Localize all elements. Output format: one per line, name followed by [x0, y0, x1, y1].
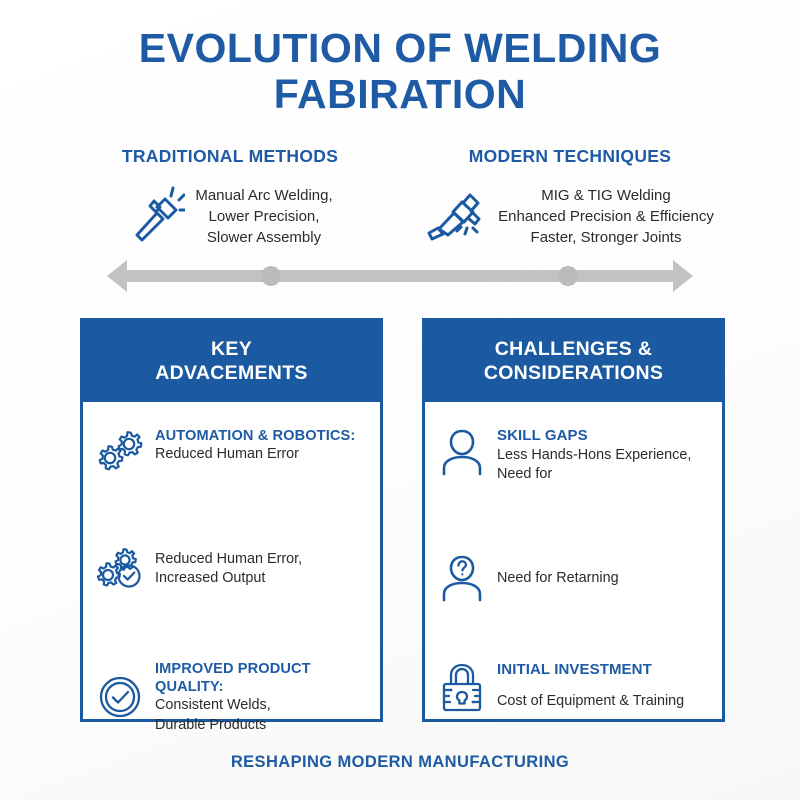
person-question-icon: [437, 554, 487, 602]
panel-right-header-line-2: CONSIDERATIONS: [483, 362, 664, 385]
panel-left-header-line-1: KEY: [211, 338, 252, 360]
list-item-description: Consistent Welds, Durable Products: [155, 697, 271, 733]
timeline-arrow: [105, 258, 695, 294]
list-item-text: AUTOMATION & ROBOTICS: Reduced Human Err…: [155, 426, 368, 465]
list-item: Reduced Human Error, Increased Output: [95, 547, 368, 591]
modern-line-1: MIG & TIG Welding: [541, 186, 671, 204]
list-item-description: Need for Retarning: [497, 570, 619, 587]
panel-right-header: CHALLENGES & CONSIDERATIONS: [425, 321, 722, 402]
panel-left-header: KEY ADVACEMENTS: [83, 321, 380, 402]
modern-line-2: Enhanced Precision & Efficiency: [498, 207, 714, 225]
list-item-description: Reduced Human Error: [155, 445, 299, 462]
traditional-body: Manual Arc Welding, Lower Precision, Slo…: [127, 183, 333, 250]
traditional-line-1: Manual Arc Welding,: [195, 186, 333, 204]
list-item-text: IMPROVED PRODUCT QUALITY: Consistent Wel…: [155, 659, 368, 735]
double-headed-arrow-icon: [107, 260, 693, 292]
panel-challenges-considerations: CHALLENGES & CONSIDERATIONS SKILL GAPS L…: [422, 318, 725, 722]
panel-left-body: AUTOMATION & ROBOTICS: Reduced Human Err…: [83, 402, 380, 745]
footer-tagline: RESHAPING MODERN MANUFACTURING: [230, 753, 570, 771]
modern-body: MIG & TIG Welding Enhanced Precision & E…: [426, 183, 714, 250]
comparison-row: TRADITIONAL METHODS Manual Arc Welding, …: [60, 146, 740, 250]
modern-description: MIG & TIG Welding Enhanced Precision & E…: [498, 185, 714, 249]
list-item: INITIAL INVESTMENT Cost of Equipment & T…: [437, 660, 710, 712]
list-item-text: SKILL GAPS Less Hands-Hons Experience, N…: [497, 426, 710, 485]
timeline-node-1: [261, 266, 281, 286]
panel-right-body: SKILL GAPS Less Hands-Hons Experience, N…: [425, 402, 722, 723]
check-circle-icon: [95, 675, 145, 719]
person-icon: [437, 426, 487, 476]
modern-heading: MODERN TECHNIQUES: [468, 146, 672, 166]
title-line-1: EVOLUTION OF WELDING: [138, 25, 662, 71]
list-item: Need for Retarning: [437, 554, 710, 602]
modern-line-3: Faster, Stronger Joints: [530, 229, 682, 247]
list-item: IMPROVED PRODUCT QUALITY: Consistent Wel…: [95, 659, 368, 735]
timeline-node-2: [558, 266, 578, 286]
list-item-description: Less Hands-Hons Experience, Need for: [497, 446, 692, 482]
title-line-2: FABIRATION: [273, 70, 527, 117]
traditional-description: Manual Arc Welding, Lower Precision, Slo…: [195, 185, 332, 249]
list-item-text: Need for Retarning: [497, 568, 710, 588]
two-gears-icon: [95, 426, 145, 472]
list-item-description: Cost of Equipment & Training: [497, 693, 685, 710]
list-item-title: INITIAL INVESTMENT: [497, 661, 652, 679]
comparison-column-traditional: TRADITIONAL METHODS Manual Arc Welding, …: [60, 146, 400, 250]
list-item-text: INITIAL INVESTMENT Cost of Equipment & T…: [497, 660, 710, 711]
panel-key-advancements: KEY ADVACEMENTS AUTOMATION & ROBOTICS: R…: [80, 318, 383, 733]
list-item-title: IMPROVED PRODUCT QUALITY:: [155, 660, 311, 695]
list-item-title: AUTOMATION & ROBOTICS:: [155, 427, 356, 444]
traditional-line-3: Slower Assembly: [206, 229, 322, 247]
panel-right-header-line-1: CHALLENGES &: [494, 338, 653, 360]
traditional-heading: TRADITIONAL METHODS: [121, 146, 339, 166]
list-item-title: SKILL GAPS: [497, 426, 588, 444]
mig-torch-icon: [426, 183, 488, 250]
page-title: EVOLUTION OF WELDING FABIRATION: [60, 25, 740, 118]
welding-hammer-icon: [127, 183, 187, 250]
list-item: AUTOMATION & ROBOTICS: Reduced Human Err…: [95, 426, 368, 472]
comparison-column-modern: MODERN TECHNIQUES MIG & TIG We: [400, 146, 740, 250]
list-item-description: Reduced Human Error, Increased Output: [155, 550, 303, 587]
list-item-text: Reduced Human Error, Increased Output: [155, 549, 368, 589]
circuit-padlock-icon: [437, 660, 487, 712]
traditional-line-2: Lower Precision,: [208, 207, 320, 225]
list-item: SKILL GAPS Less Hands-Hons Experience, N…: [437, 426, 710, 485]
panel-left-header-line-2: ADVACEMENTS: [155, 362, 308, 385]
gears-check-icon: [95, 547, 145, 591]
